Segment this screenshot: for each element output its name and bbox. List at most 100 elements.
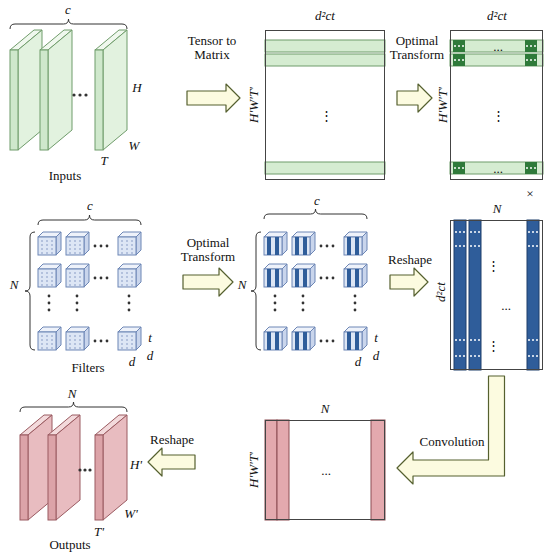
dot: [458, 167, 460, 169]
dot: [51, 339, 53, 341]
dimension-label: d: [129, 355, 136, 369]
slab-front: [40, 50, 48, 150]
dot: [462, 45, 464, 47]
dot: [454, 59, 456, 61]
dot: [46, 339, 48, 341]
cube-stripe: [275, 332, 279, 350]
arrow-label: Optimal Transform: [387, 34, 447, 62]
cube-side: [56, 232, 61, 255]
dot: [51, 276, 53, 278]
slab-side: [103, 415, 127, 520]
cube-stripe: [303, 332, 307, 350]
dot: [326, 340, 329, 343]
brace: [38, 215, 141, 225]
cube-stripe: [275, 269, 279, 287]
cube-side: [84, 327, 89, 350]
transformed-cell: [525, 40, 537, 52]
dot: [121, 276, 123, 278]
matrix-box: ⋮: [265, 30, 385, 180]
dot: [463, 231, 465, 233]
dot: [79, 339, 81, 341]
cube-side: [310, 232, 315, 255]
dot: [126, 280, 128, 282]
dot: [332, 340, 335, 343]
dot: [462, 59, 464, 61]
dot: [126, 244, 128, 246]
cube-stripe: [303, 269, 307, 287]
dot: [84, 93, 87, 96]
dot: [463, 339, 465, 341]
node-text: Filters: [71, 361, 104, 375]
dot: [131, 280, 133, 282]
node-text: Inputs: [49, 169, 82, 183]
arrow-label: Reshape: [380, 253, 440, 267]
dot: [470, 245, 472, 247]
block-arrow: [187, 84, 240, 112]
dot: [83, 468, 86, 471]
dot: [79, 272, 81, 274]
dot: [126, 240, 128, 242]
block-arrow: [148, 448, 195, 476]
cube-side: [56, 327, 61, 350]
dot: [131, 240, 133, 242]
dot: [94, 340, 97, 343]
dot: [94, 277, 97, 280]
output-column: [371, 420, 385, 520]
dot: [302, 302, 305, 305]
dot: [128, 302, 131, 305]
dot: [79, 276, 81, 278]
dot: [46, 284, 48, 286]
dot: [69, 335, 71, 337]
dot: [528, 355, 530, 357]
dot: [455, 339, 457, 341]
dot: [536, 245, 538, 247]
dot: [478, 355, 480, 357]
dot: [326, 245, 329, 248]
dot: [41, 284, 43, 286]
arrow-label: Tensor to Matrix: [174, 34, 250, 62]
block-arrow: [390, 268, 428, 296]
dot: [69, 339, 71, 341]
cube-front: [344, 269, 362, 287]
dot: [74, 339, 76, 341]
dimension-label: c: [87, 199, 93, 213]
cube-side: [136, 232, 141, 255]
dot: [46, 343, 48, 345]
dot: [121, 335, 123, 337]
dot: [79, 284, 81, 286]
arrow-label: Reshape: [142, 433, 202, 447]
dimension-label: N: [321, 402, 330, 416]
dot: [463, 245, 465, 247]
dot: [459, 231, 461, 233]
dot: [131, 335, 133, 337]
dot: [48, 295, 51, 298]
dot: [94, 245, 97, 248]
dot: [530, 59, 532, 61]
dot: [478, 245, 480, 247]
block-arrow: [183, 268, 233, 296]
dot: [458, 45, 460, 47]
slab-front: [20, 435, 28, 520]
cube-stripe: [267, 332, 271, 350]
figure-group: Filters: [28, 225, 153, 375]
cube-side: [310, 264, 315, 287]
dot: [51, 244, 53, 246]
slab-side: [103, 30, 127, 150]
dot: [455, 355, 457, 357]
node-text: Outputs: [49, 538, 90, 552]
dot: [326, 277, 329, 280]
cube-stripe: [267, 237, 271, 255]
dot: [51, 252, 53, 254]
dot: [79, 240, 81, 242]
dot: [41, 244, 43, 246]
dot: [126, 272, 128, 274]
dot: [46, 276, 48, 278]
dot: [74, 347, 76, 349]
dot: [79, 280, 81, 282]
cube-stripe: [355, 332, 359, 350]
dot: [121, 347, 123, 349]
cube-front: [292, 332, 310, 350]
dot: [354, 302, 357, 305]
dimension-label: d²ct: [315, 9, 335, 23]
